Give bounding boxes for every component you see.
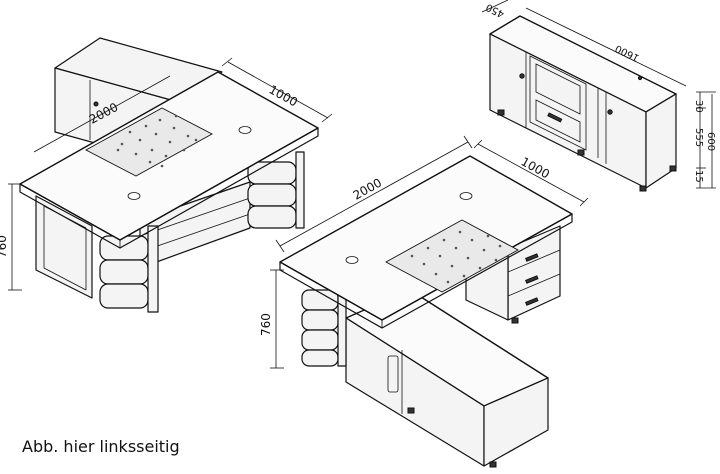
sideboard-top-dimension: 30 <box>693 100 704 113</box>
sideboard-plinth-dimension: 15 <box>693 170 704 183</box>
right-desk-return-side <box>483 377 549 467</box>
left-desk-glass-inlay <box>85 107 213 177</box>
left-desk-side-cabinet <box>35 195 93 299</box>
right-desk-width-dimension: 1000 <box>519 154 553 181</box>
cable-grommet-icon <box>127 192 141 200</box>
sideboard-illustration <box>481 0 716 192</box>
cable-grommet-icon <box>238 126 252 134</box>
left-desk-height-dimension: 760 <box>0 235 9 258</box>
sideboard-depth-dimension: 450 <box>484 1 506 19</box>
sideboard-length-dimension: 1600 <box>614 42 642 63</box>
sideboard-body-dimension: 555 <box>693 128 704 147</box>
left-desk-front-pedestal <box>99 225 159 313</box>
door-knob-icon <box>607 109 613 115</box>
left-desk-rear-pedestal <box>247 151 305 229</box>
caption-text: Abb. hier linksseitig <box>22 437 180 456</box>
door-knob-icon <box>519 73 525 79</box>
drawer-handle-icon <box>525 297 539 306</box>
right-desk-illustration <box>270 135 589 468</box>
right-desk-height-dimension: 760 <box>259 313 273 336</box>
drawer-handle-icon <box>525 253 539 262</box>
cable-grommet-icon <box>459 192 473 200</box>
cable-grommet-icon <box>345 256 359 264</box>
right-desk-stacked-pedestal <box>301 283 347 367</box>
drawer-handle-icon <box>525 275 539 284</box>
right-desk-glass-inlay <box>385 219 519 293</box>
left-desk-illustration <box>8 37 333 313</box>
sideboard-total-dimension: 600 <box>705 132 716 151</box>
right-desk-length-dimension: 2000 <box>351 176 385 203</box>
